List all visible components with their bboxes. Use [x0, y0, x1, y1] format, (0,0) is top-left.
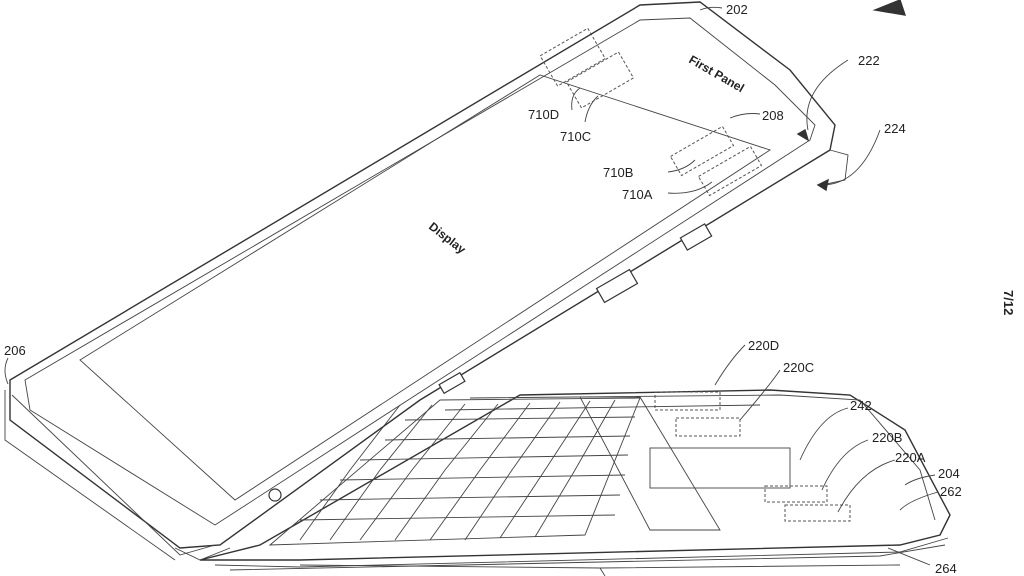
- ref-710C: 710C: [560, 129, 591, 144]
- ref-710B: 710B: [603, 165, 633, 180]
- ref-242: 242: [850, 398, 872, 413]
- ref-208: 208: [762, 108, 784, 123]
- ref-224: 224: [884, 121, 906, 136]
- ref-222: 222: [858, 53, 880, 68]
- ref-220B: 220B: [872, 430, 902, 445]
- ref-206: 206: [4, 343, 26, 358]
- display-label: Display: [426, 219, 469, 257]
- ref-220A: 220A: [895, 450, 926, 465]
- ref-204: 204: [938, 466, 960, 481]
- ref-710A: 710A: [622, 187, 653, 202]
- ref-710D: 710D: [528, 107, 559, 122]
- sheet-number: 7/12: [1001, 290, 1016, 315]
- display-panel: [4, 1, 849, 561]
- first-panel-label: First Panel: [687, 52, 747, 95]
- ref-220C: 220C: [783, 360, 814, 375]
- ref-202: 202: [726, 2, 748, 17]
- leader-lines: [4, 6, 939, 576]
- ref-220D: 220D: [748, 338, 779, 353]
- keyboard: [268, 397, 641, 546]
- arrows: [796, 0, 907, 192]
- ref-264: 264: [935, 561, 957, 576]
- base-panel: [199, 389, 951, 571]
- ref-262: 262: [940, 484, 962, 499]
- labels: 202 First Panel 222 224 208 710D 710C 71…: [4, 2, 1016, 576]
